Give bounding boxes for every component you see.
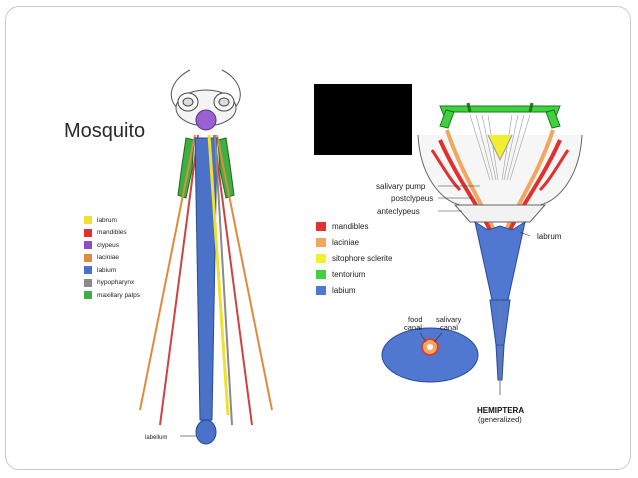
legend-item: labrum <box>84 214 140 227</box>
legend-label: clypeus <box>97 241 120 249</box>
legend-swatch <box>84 216 92 225</box>
mosquito-legend: labrum mandibles clypeus laciniae labium… <box>84 214 140 302</box>
legend-swatch <box>84 228 92 237</box>
legend-swatch <box>316 221 326 231</box>
salivary-canal-label-line2: canal <box>440 323 458 332</box>
salivary-canal-label-line1: salivary <box>436 315 462 324</box>
legend-swatch <box>84 253 92 262</box>
labellum-label: labellum <box>145 435 167 441</box>
legend-item: tentorium <box>316 266 392 282</box>
legend-swatch <box>84 291 92 300</box>
hemiptera-legend: mandibles laciniae sitophore sclerite te… <box>316 218 392 298</box>
legend-label: mandibles <box>332 221 369 231</box>
legend-label: hypopharynx <box>97 279 135 287</box>
legend-swatch <box>316 285 326 295</box>
legend-label: labium <box>97 266 117 274</box>
hemiptera-title: HEMIPTERA <box>477 406 524 415</box>
legend-item: hypopharynx <box>84 277 140 290</box>
legend-item: laciniae <box>84 252 140 265</box>
legend-item: maxillary palps <box>84 289 140 302</box>
legend-label: sitophore sclerite <box>332 253 393 263</box>
legend-label: laciniae <box>97 254 120 262</box>
food-canal-label-line1: food <box>408 315 423 324</box>
anteclypeus-label: anteclypeus <box>377 207 420 216</box>
legend-item: mandibles <box>316 218 392 234</box>
postclypeus-label: postclypeus <box>391 194 433 203</box>
legend-swatch <box>316 269 326 279</box>
legend-swatch <box>316 253 326 263</box>
legend-swatch <box>84 278 92 287</box>
legend-item: labium <box>84 264 140 277</box>
slide-title: Mosquito <box>64 120 146 142</box>
legend-item: mandibles <box>84 227 140 240</box>
legend-swatch <box>84 266 92 275</box>
legend-label: labium <box>332 285 356 295</box>
legend-item: laciniae <box>316 234 392 250</box>
legend-item: labium <box>316 282 392 298</box>
food-canal-label-line2: canal <box>404 323 422 332</box>
black-box <box>314 84 412 155</box>
legend-swatch <box>84 241 92 250</box>
legend-label: maxillary palps <box>97 291 140 299</box>
hemiptera-subtitle: (generalized) <box>478 415 522 424</box>
salivary-pump-label: salivary pump <box>376 182 426 191</box>
legend-label: labrum <box>97 216 117 224</box>
legend-label: laciniae <box>332 237 360 247</box>
legend-label: mandibles <box>97 229 127 237</box>
legend-item: sitophore sclerite <box>316 250 392 266</box>
legend-item: clypeus <box>84 239 140 252</box>
legend-label: tentorium <box>332 269 366 279</box>
labrum-label: labrum <box>537 232 562 241</box>
legend-swatch <box>316 237 326 247</box>
